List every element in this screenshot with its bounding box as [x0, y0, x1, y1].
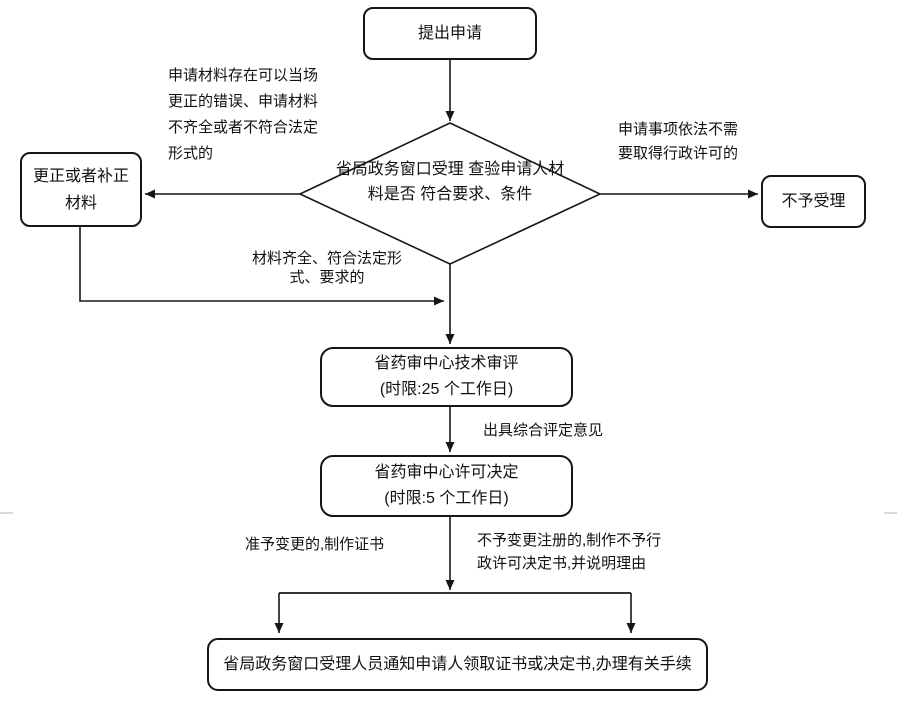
- incomplete-line-3: 不齐全或者不符合法定: [168, 119, 319, 136]
- opinion-text: 出具综合评定意见: [483, 422, 604, 439]
- decision-line-1: 省局政务窗口受理: [335, 161, 464, 178]
- incomplete-line-4: 形式的: [168, 145, 214, 162]
- label-materials-incomplete: 申请材料存在可以当场 更正的错误、申请材料 不齐全或者不符合法定 形式的: [168, 63, 318, 167]
- approved-text: 准予变更的,制作证书: [245, 536, 385, 553]
- label-no-permit-needed: 申请事项依法不需 要取得行政许可的: [618, 118, 738, 166]
- decide-line-2: (时限:5 个工作日): [384, 490, 509, 507]
- node-not-accepted: 不予受理: [761, 175, 866, 228]
- node-technical-review: 省药审中心技术审评 (时限:25 个工作日): [320, 347, 573, 407]
- decision-line-3: 符合要求、条件: [420, 186, 533, 203]
- node-not-accepted-label: 不予受理: [781, 192, 846, 210]
- node-decision-text: 省局政务窗口受理 查验申请人材料是否 符合要求、条件: [330, 157, 570, 207]
- review-line-2: (时限:25 个工作日): [379, 381, 514, 398]
- rejected-line-2: 政许可决定书,并说明理由: [477, 555, 647, 572]
- label-evaluation-opinion: 出具综合评定意见: [483, 419, 603, 440]
- correct-line-2: 材料: [64, 194, 97, 212]
- node-notify-applicant-label: 省局政务窗口受理人员通知申请人领取证书或决定书,办理有关手续: [223, 655, 692, 673]
- label-rejected-decision: 不予变更注册的,制作不予行 政许可决定书,并说明理由: [477, 529, 661, 575]
- edge-correct-to-flow: [79, 225, 444, 306]
- node-submit-application-label: 提出申请: [417, 24, 482, 42]
- node-license-decision: 省药审中心许可决定 (时限:5 个工作日): [320, 455, 573, 517]
- nopermit-line-1: 申请事项依法不需: [618, 121, 739, 138]
- node-submit-application: 提出申请: [363, 7, 537, 60]
- node-notify-applicant: 省局政务窗口受理人员通知申请人领取证书或决定书,办理有关手续: [207, 638, 708, 691]
- node-correct-materials: 更正或者补正 材料: [20, 152, 142, 227]
- rejected-line-1: 不予变更注册的,制作不予行: [477, 532, 662, 549]
- review-line-1: 省药审中心技术审评: [374, 355, 519, 372]
- complete-line-1: 材料齐全、符合法定形: [251, 250, 402, 267]
- decision-line-2: 查验申请人材料是否: [367, 161, 565, 203]
- correct-line-1: 更正或者补正: [32, 167, 129, 185]
- decide-line-1: 省药审中心许可决定: [374, 464, 519, 481]
- nopermit-line-2: 要取得行政许可的: [618, 145, 739, 162]
- incomplete-line-2: 更正的错误、申请材料: [168, 93, 319, 110]
- label-approved-certificate: 准予变更的,制作证书: [245, 533, 384, 554]
- label-materials-complete: 材料齐全、符合法定形 式、要求的: [237, 249, 417, 287]
- incomplete-line-1: 申请材料存在可以当场: [168, 67, 319, 84]
- complete-line-2: 式、要求的: [289, 269, 365, 286]
